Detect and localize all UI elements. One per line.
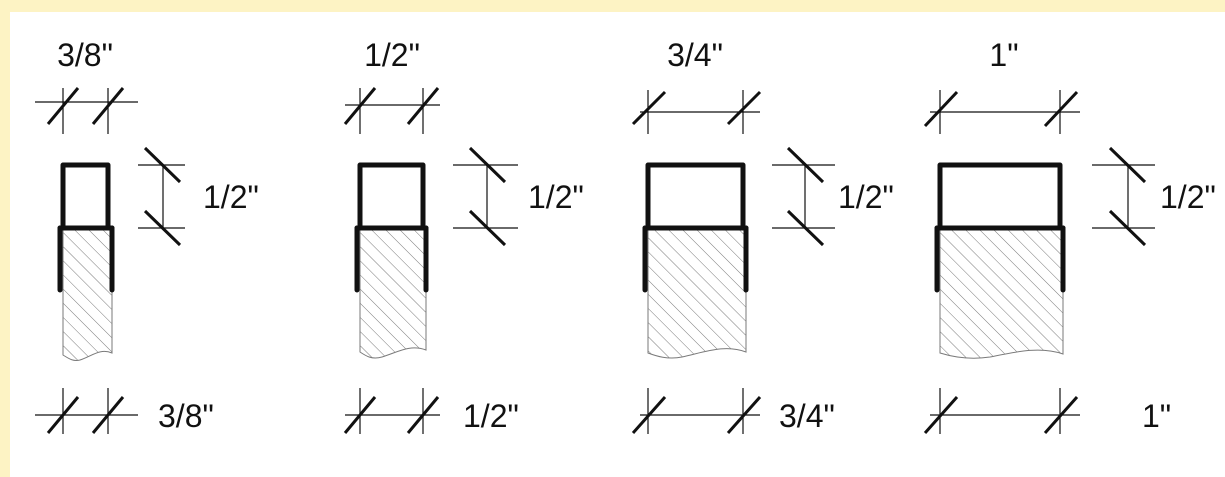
tick-mark <box>631 90 667 126</box>
top-dimension: 3/8" <box>35 37 138 134</box>
tick-mark <box>1108 209 1147 247</box>
detail-3: 3/4" 1/2" <box>631 37 894 434</box>
hatched-substrate <box>647 227 747 359</box>
tick-mark <box>468 146 507 184</box>
tick-mark <box>726 90 762 126</box>
edge-profile <box>57 162 115 361</box>
top-dimension-label: 3/8" <box>57 37 113 73</box>
hatched-substrate <box>359 227 427 359</box>
detail-4: 1" 1/2" <box>923 37 1216 434</box>
tick-mark <box>1043 396 1079 434</box>
bottom-dimension: 3/8" <box>35 388 214 434</box>
bottom-dimension-label: 1" <box>1142 398 1171 434</box>
top-dimension: 3/4" <box>631 37 762 134</box>
tick-mark <box>468 209 507 247</box>
bottom-dimension-label: 1/2" <box>463 398 519 434</box>
tick-mark <box>143 146 182 184</box>
hatched-substrate <box>939 227 1064 359</box>
bottom-dimension: 1" <box>923 388 1171 434</box>
edge-profile <box>354 162 429 359</box>
edge-cap-outline <box>937 162 1063 231</box>
tick-mark <box>786 146 825 184</box>
top-dimension: 1/2" <box>343 37 440 134</box>
edge-cap-outline <box>357 162 426 231</box>
side-dimension: 1/2" <box>1092 146 1216 247</box>
edge-cap-outline <box>645 162 746 231</box>
side-dimension-label: 1/2" <box>203 179 259 215</box>
bottom-dimension-label: 3/8" <box>158 398 214 434</box>
tick-mark <box>923 90 959 128</box>
top-dimension: 1" <box>923 37 1080 134</box>
bottom-dimension: 3/4" <box>631 388 835 434</box>
side-dimension-label: 1/2" <box>838 179 894 215</box>
top-dimension-label: 3/4" <box>667 37 723 73</box>
tick-mark <box>143 209 182 247</box>
bottom-dimension-label: 3/4" <box>779 398 835 434</box>
detail-2: 1/2" 1/2" <box>343 37 584 434</box>
side-dimension: 1/2" <box>772 146 894 247</box>
top-dimension-label: 1" <box>989 37 1018 73</box>
side-dimension-label: 1/2" <box>528 179 584 215</box>
side-dimension: 1/2" <box>138 146 259 247</box>
edge-profile <box>642 162 749 359</box>
tick-mark <box>786 209 825 247</box>
edge-cap-outline <box>60 162 111 231</box>
side-dimension: 1/2" <box>453 146 584 247</box>
detail-1: 3/8" 1/2" <box>35 37 259 434</box>
tick-mark <box>726 396 762 434</box>
hatched-substrate <box>62 227 113 361</box>
top-dimension-label: 1/2" <box>364 37 420 73</box>
side-dimension-label: 1/2" <box>1160 179 1216 215</box>
edge-profile <box>934 162 1066 359</box>
tick-mark <box>1043 90 1079 128</box>
bottom-dimension: 1/2" <box>343 388 519 434</box>
tick-mark <box>631 396 667 434</box>
tick-mark <box>1108 146 1147 184</box>
tick-mark <box>923 396 959 434</box>
